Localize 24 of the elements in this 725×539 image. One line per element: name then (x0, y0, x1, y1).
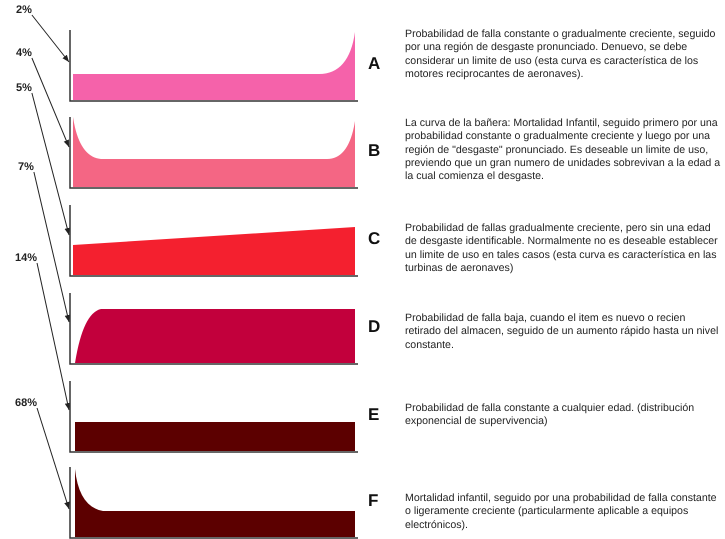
percentage-label: 7% (18, 160, 34, 174)
percentage-label: 14% (15, 251, 38, 265)
curve-description: Probabilidad de falla constante o gradualmente creciente, seguido por una región de desgaste pronunciado. Denuevo, se debe considerar un limite de uso (esta curva es característica de los motores reciprocantes de aeronaves). (405, 28, 716, 82)
curve-letter: E (368, 405, 380, 425)
curve-letter: A (368, 54, 380, 74)
curve-letter: B (368, 141, 380, 161)
curve-description: Mortalidad infantil, seguido por una probabilidad de falla constante o ligeramente creciente (particularmente aplicable a equipos electrónicos). (405, 492, 718, 532)
curve-description: Probabilidad de falla baja, cuando el item es nuevo o recien retirado del almacen, seguido de un aumento rápido hasta un nivel constante. (405, 312, 720, 352)
curve-description: La curva de la bañera: Mortalidad Infantil, seguido primero por una probabilidad constante o gradualmente creciente y luego por una región de "desgaste" pronunciado. Es deseable un limite de uso, previendo que un gran numero de unidades sobrevivan a la edad a la cual comienza el desgaste. (405, 117, 722, 184)
arrow (33, 172, 70, 322)
arrow (36, 408, 70, 510)
curve-letter: F (368, 491, 378, 511)
curve-description: Probabilidad de falla constante a cualquier edad. (distribución exponencial de supervivencia) (405, 402, 696, 429)
percentage-label: 5% (16, 81, 32, 95)
percentage-label: 4% (16, 46, 32, 60)
arrow (36, 262, 70, 410)
curve-letter: C (368, 229, 380, 249)
percentage-label: 2% (16, 3, 32, 17)
arrow (31, 58, 70, 148)
curve-letter: D (368, 317, 380, 337)
curve-description: Probabilidad de fallas gradualmente creciente, pero sin una edad de desgaste identificable. Normalmente no es deseable establecer un limite de uso en tales casos (esta curva es característica en las turbinas de aeronaves) (405, 222, 719, 276)
arrow (31, 92, 70, 236)
percentage-label: 68% (15, 396, 38, 410)
arrow (31, 14, 70, 62)
